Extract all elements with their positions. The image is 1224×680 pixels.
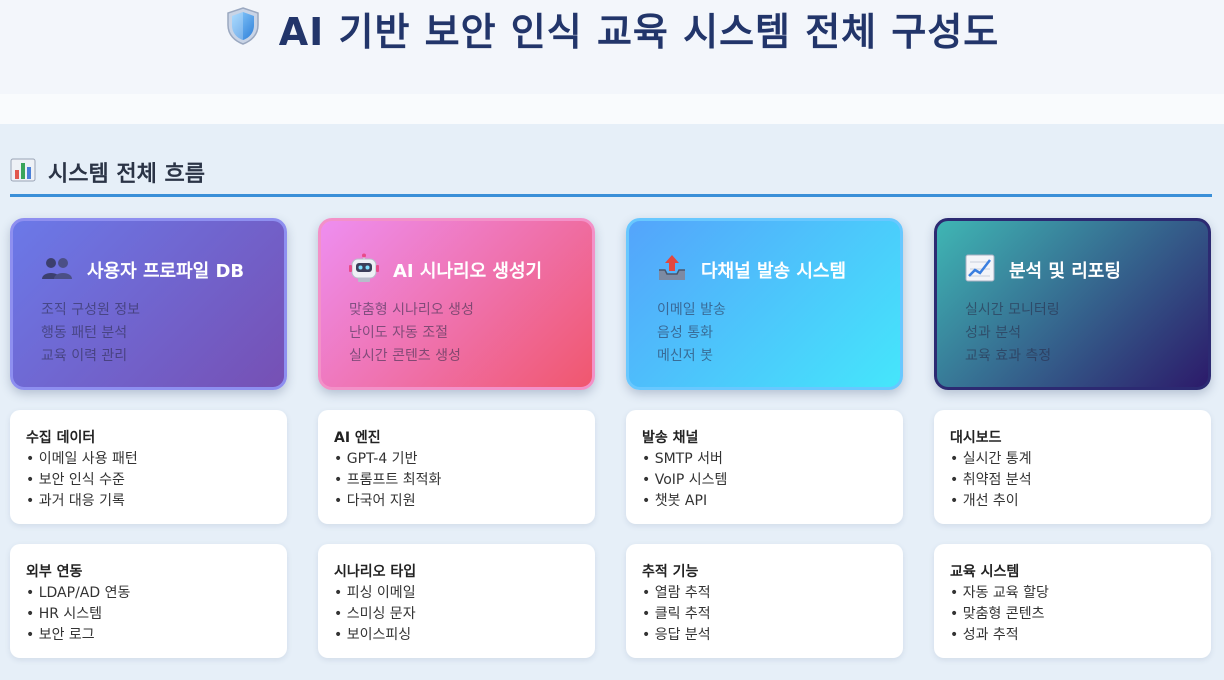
detail-card: 대시보드 실시간 통계 취약점 분석 개선 추이: [934, 410, 1211, 524]
component-title: AI 시나리오 생성기: [393, 261, 543, 282]
detail-item: 과거 대응 기록: [26, 491, 287, 512]
feature-item: 난이도 자동 조절: [349, 325, 449, 341]
component-title-row: AI 시나리오 생성기: [349, 253, 592, 287]
detail-item: 보안 인식 수준: [26, 470, 287, 491]
detail-item: HR 시스템: [26, 604, 287, 625]
column-analytics: 분석 및 리포팅 실시간 모니터링 성과 분석 교육 효과 측정 대시보드 실시…: [934, 218, 1211, 658]
section-title: 시스템 전체 흐름: [48, 162, 205, 187]
feature-item: 메신저 봇: [657, 348, 713, 364]
detail-item: 다국어 지원: [334, 491, 595, 512]
component-card-ai-scenario: AI 시나리오 생성기 맞춤형 시나리오 생성 난이도 자동 조절 실시간 콘텐…: [318, 218, 595, 390]
component-title: 다채널 발송 시스템: [701, 261, 847, 282]
detail-card-title: 외부 연동: [26, 564, 83, 580]
column-ai-scenario: AI 시나리오 생성기 맞춤형 시나리오 생성 난이도 자동 조절 실시간 콘텐…: [318, 218, 595, 658]
component-features: 이메일 발송 음성 통화 메신저 봇: [657, 299, 900, 368]
page-title: AI 기반 보안 인식 교육 시스템 전체 구성도: [278, 9, 1000, 54]
bar-chart-icon: [10, 158, 36, 186]
detail-card: AI 엔진 GPT-4 기반 프롬프트 최적화 다국어 지원: [318, 410, 595, 524]
feature-item: 교육 이력 관리: [41, 348, 128, 364]
component-card-user-profile: 사용자 프로파일 DB 조직 구성원 정보 행동 패턴 분석 교육 이력 관리: [10, 218, 287, 390]
detail-item: SMTP 서버: [642, 449, 903, 470]
component-features: 조직 구성원 정보 행동 패턴 분석 교육 이력 관리: [41, 299, 284, 368]
detail-card-title: AI 엔진: [334, 430, 381, 446]
detail-card-title: 추적 기능: [642, 564, 699, 580]
feature-item: 이메일 발송: [657, 302, 726, 318]
feature-item: 실시간 모니터링: [965, 302, 1060, 318]
column-user-profile: 사용자 프로파일 DB 조직 구성원 정보 행동 패턴 분석 교육 이력 관리 …: [10, 218, 287, 658]
detail-item: GPT-4 기반: [334, 449, 595, 470]
detail-card: 추적 기능 열람 추적 클릭 추적 응답 분석: [626, 544, 903, 658]
component-card-analytics: 분석 및 리포팅 실시간 모니터링 성과 분석 교육 효과 측정: [934, 218, 1211, 390]
feature-item: 맞춤형 시나리오 생성: [349, 302, 474, 318]
detail-item: 개선 추이: [950, 491, 1211, 512]
column-multichannel: 다채널 발송 시스템 이메일 발송 음성 통화 메신저 봇 발송 채널 SMTP…: [626, 218, 903, 658]
detail-item: 보안 로그: [26, 625, 287, 646]
header-band: [0, 0, 1224, 124]
detail-card: 외부 연동 LDAP/AD 연동 HR 시스템 보안 로그: [10, 544, 287, 658]
detail-item: 맞춤형 콘텐츠: [950, 604, 1211, 625]
detail-item: 실시간 통계: [950, 449, 1211, 470]
detail-card: 시나리오 타입 피싱 이메일 스미싱 문자 보이스피싱: [318, 544, 595, 658]
component-title: 사용자 프로파일 DB: [87, 261, 245, 282]
component-card-multichannel: 다채널 발송 시스템 이메일 발송 음성 통화 메신저 봇: [626, 218, 903, 390]
component-title-row: 분석 및 리포팅: [965, 254, 1208, 286]
page-header: AI 기반 보안 인식 교육 시스템 전체 구성도: [0, 2, 1224, 54]
users-icon: [41, 255, 73, 285]
feature-item: 음성 통화: [657, 325, 713, 341]
feature-item: 행동 패턴 분석: [41, 325, 128, 341]
detail-item: 프롬프트 최적화: [334, 470, 595, 491]
detail-item: 챗봇 API: [642, 491, 903, 512]
detail-item: 보이스피싱: [334, 625, 595, 646]
detail-item: 열람 추적: [642, 583, 903, 604]
feature-item: 조직 구성원 정보: [41, 302, 141, 318]
feature-item: 교육 효과 측정: [965, 348, 1052, 364]
detail-item: 스미싱 문자: [334, 604, 595, 625]
outbox-tray-icon: [657, 254, 687, 286]
detail-item: VoIP 시스템: [642, 470, 903, 491]
detail-item: 이메일 사용 패턴: [26, 449, 287, 470]
robot-icon: [349, 253, 379, 287]
detail-card: 발송 채널 SMTP 서버 VoIP 시스템 챗봇 API: [626, 410, 903, 524]
component-features: 실시간 모니터링 성과 분석 교육 효과 측정: [965, 299, 1208, 368]
component-title-row: 사용자 프로파일 DB: [41, 255, 284, 285]
detail-card-title: 시나리오 타입: [334, 564, 417, 580]
component-title-row: 다채널 발송 시스템: [657, 255, 900, 285]
shield-icon: [225, 6, 261, 50]
detail-card: 교육 시스템 자동 교육 할당 맞춤형 콘텐츠 성과 추적: [934, 544, 1211, 658]
component-features: 맞춤형 시나리오 생성 난이도 자동 조절 실시간 콘텐츠 생성: [349, 299, 592, 368]
detail-card-title: 발송 채널: [642, 430, 699, 446]
detail-card: 수집 데이터 이메일 사용 패턴 보안 인식 수준 과거 대응 기록: [10, 410, 287, 524]
detail-item: 취약점 분석: [950, 470, 1211, 491]
detail-card-title: 수집 데이터: [26, 430, 96, 446]
detail-item: 피싱 이메일: [334, 583, 595, 604]
section-header: 시스템 전체 흐름: [10, 150, 1212, 197]
detail-item: 성과 추적: [950, 625, 1211, 646]
detail-item: LDAP/AD 연동: [26, 583, 287, 604]
component-title: 분석 및 리포팅: [1009, 261, 1121, 282]
feature-item: 실시간 콘텐츠 생성: [349, 348, 461, 364]
detail-item: 자동 교육 할당: [950, 583, 1211, 604]
trend-chart-icon: [965, 254, 995, 286]
detail-item: 클릭 추적: [642, 604, 903, 625]
detail-card-title: 대시보드: [950, 430, 1002, 446]
detail-item: 응답 분석: [642, 625, 903, 646]
detail-card-title: 교육 시스템: [950, 564, 1020, 580]
feature-item: 성과 분석: [965, 325, 1021, 341]
